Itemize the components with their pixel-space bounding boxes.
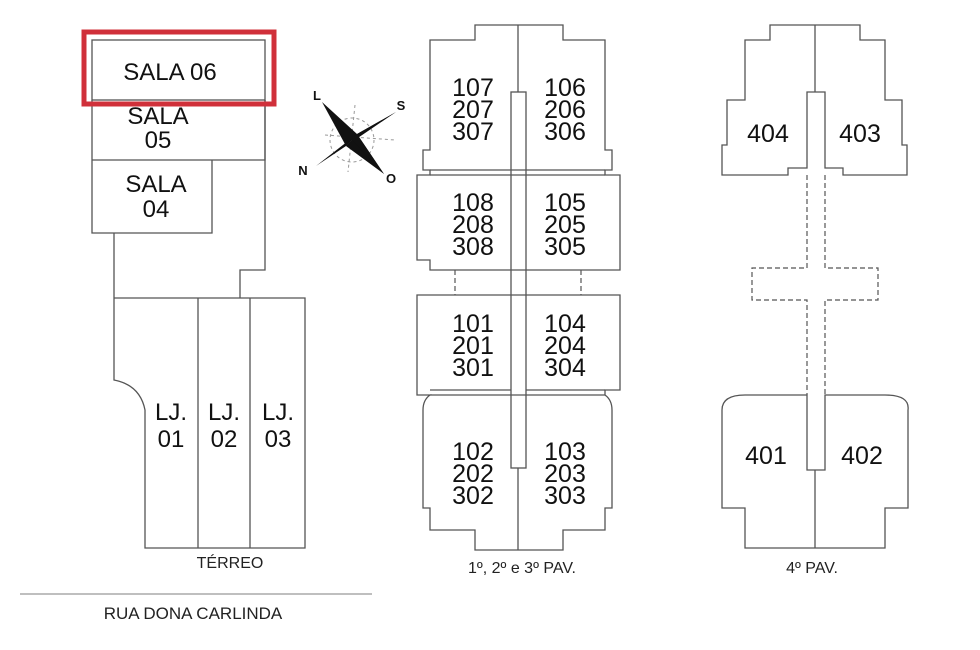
unit-106[interactable]: 106 xyxy=(544,74,586,102)
unit-204[interactable]: 204 xyxy=(544,332,586,360)
unit-101[interactable]: 101 xyxy=(452,310,494,338)
unit-102[interactable]: 102 xyxy=(452,438,494,466)
unit-404[interactable]: 404 xyxy=(747,120,789,148)
unit-302[interactable]: 302 xyxy=(452,482,494,510)
pav123-units: 1072073071062063061082083081052053051012… xyxy=(452,74,586,510)
compass-north-label: N xyxy=(298,163,307,178)
unit-403[interactable]: 403 xyxy=(839,120,881,148)
street-name: RUA DONA CARLINDA xyxy=(104,604,283,623)
unit-303[interactable]: 303 xyxy=(544,482,586,510)
unit-307[interactable]: 307 xyxy=(452,118,494,146)
unit-308[interactable]: 308 xyxy=(452,233,494,261)
shop-02-line1[interactable]: LJ. xyxy=(208,399,240,426)
room-sala-05-line1[interactable]: SALA xyxy=(127,103,188,130)
unit-203[interactable]: 203 xyxy=(544,460,586,488)
pav123-caption: 1º, 2º e 3º PAV. xyxy=(468,560,576,577)
pav4-plan xyxy=(721,24,909,549)
shop-03-line2[interactable]: 03 xyxy=(265,426,292,453)
highlight-box-sala-06[interactable] xyxy=(81,29,277,107)
unit-301[interactable]: 301 xyxy=(452,354,494,382)
room-sala-06[interactable]: SALA 06 xyxy=(123,59,216,86)
unit-107[interactable]: 107 xyxy=(452,74,494,102)
room-sala-04-line2[interactable]: 04 xyxy=(143,196,170,223)
unit-402[interactable]: 402 xyxy=(841,442,883,470)
shop-03-line1[interactable]: LJ. xyxy=(262,399,294,426)
unit-201[interactable]: 201 xyxy=(452,332,494,360)
unit-306[interactable]: 306 xyxy=(544,118,586,146)
unit-207[interactable]: 207 xyxy=(452,96,494,124)
unit-104[interactable]: 104 xyxy=(544,310,586,338)
terreo-plan: SALA 06 SALA 05 SALA 04 LJ. 01 LJ. 02 LJ… xyxy=(20,29,372,623)
terreo-caption: TÉRREO xyxy=(197,553,264,572)
unit-105[interactable]: 105 xyxy=(544,189,586,217)
room-sala-05-line2[interactable]: 05 xyxy=(145,127,172,154)
unit-208[interactable]: 208 xyxy=(452,211,494,239)
pav123-plan xyxy=(416,24,621,551)
compass-south-label: S xyxy=(397,98,406,113)
unit-401[interactable]: 401 xyxy=(745,442,787,470)
compass-rose-icon: L S N O xyxy=(298,88,405,186)
unit-103[interactable]: 103 xyxy=(544,438,586,466)
pav4-caption: 4º PAV. xyxy=(786,560,838,577)
compass-west-label: O xyxy=(386,171,396,186)
compass-east-label: L xyxy=(313,88,321,103)
unit-205[interactable]: 205 xyxy=(544,211,586,239)
shop-01-line2[interactable]: 01 xyxy=(158,426,185,453)
unit-206[interactable]: 206 xyxy=(544,96,586,124)
shop-02-line2[interactable]: 02 xyxy=(211,426,238,453)
room-sala-04-line1[interactable]: SALA xyxy=(125,171,186,198)
unit-108[interactable]: 108 xyxy=(452,189,494,217)
unit-202[interactable]: 202 xyxy=(452,460,494,488)
unit-304[interactable]: 304 xyxy=(544,354,586,382)
unit-305[interactable]: 305 xyxy=(544,233,586,261)
shop-01-line1[interactable]: LJ. xyxy=(155,399,187,426)
